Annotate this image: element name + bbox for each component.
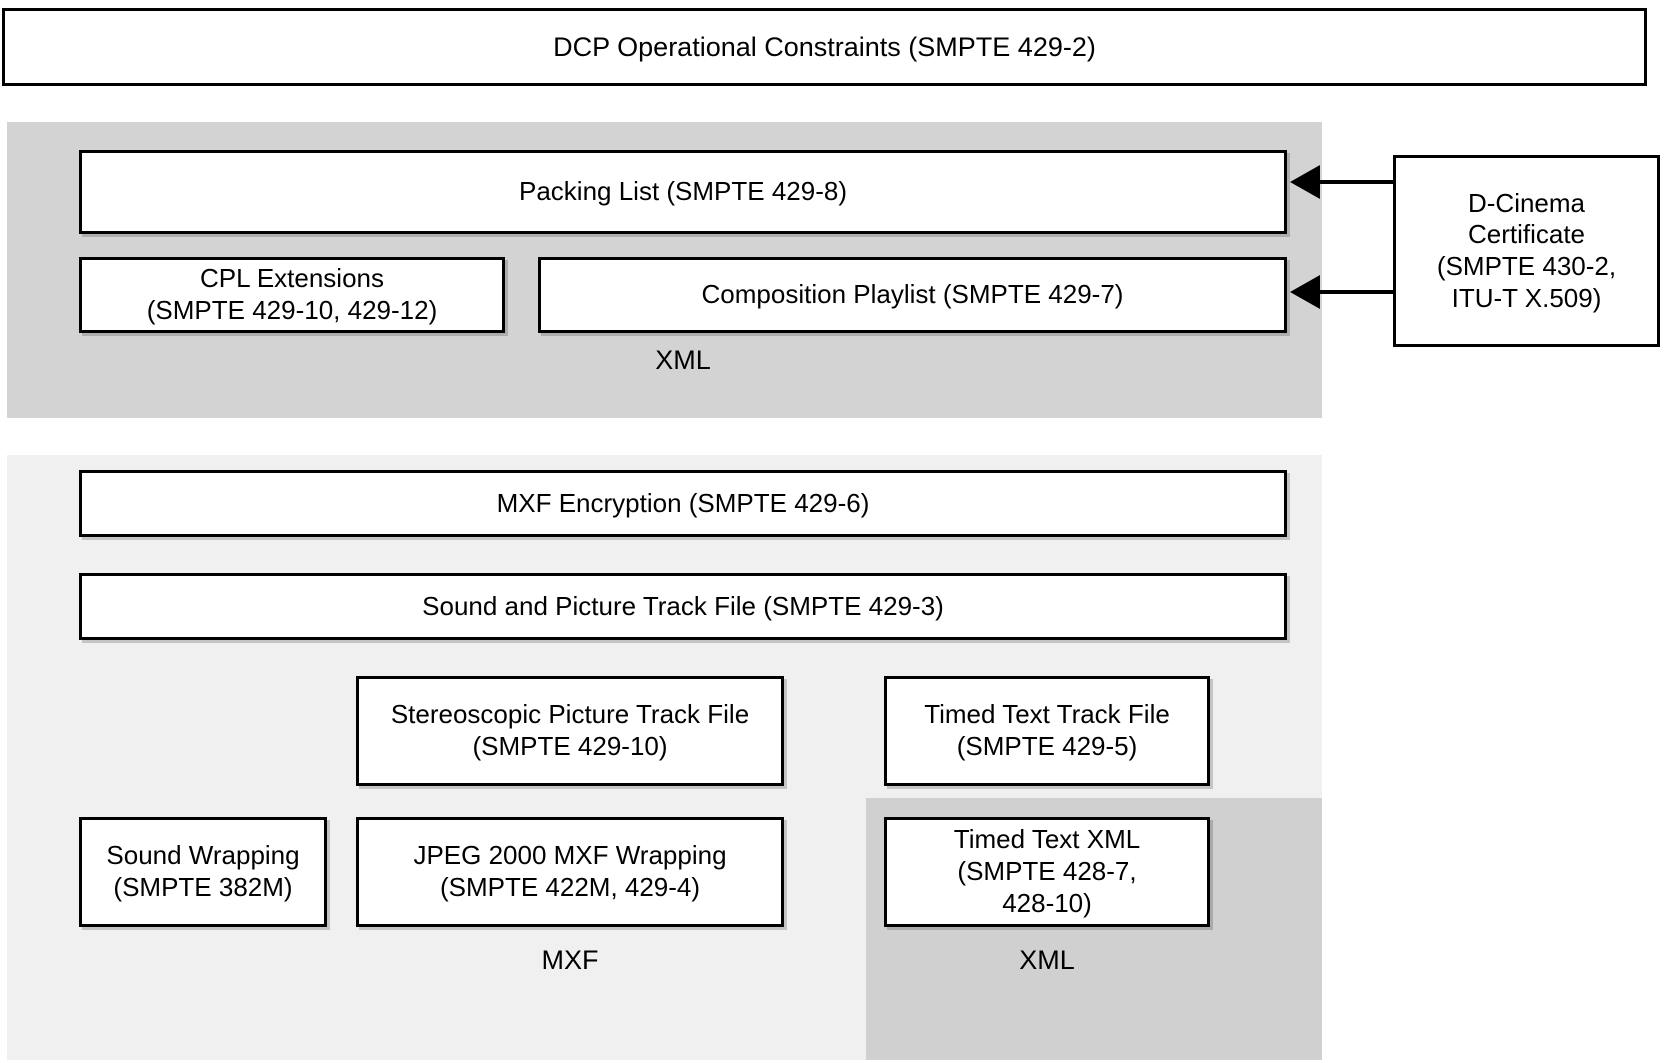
- dcp-operational-constraints-box: DCP Operational Constraints (SMPTE 429-2…: [2, 8, 1647, 86]
- connector-line: [1320, 290, 1395, 294]
- composition-playlist-label: Composition Playlist (SMPTE 429-7): [701, 279, 1124, 310]
- d-cinema-certificate-box: D-Cinema Certificate (SMPTE 430-2, ITU-T…: [1393, 155, 1660, 347]
- arrowhead-icon: [1290, 275, 1320, 309]
- jpeg2000-mxf-wrapping-label: JPEG 2000 MXF Wrapping (SMPTE 422M, 429-…: [413, 840, 727, 902]
- packing-list-label: Packing List (SMPTE 429-8): [518, 176, 847, 207]
- jpeg2000-mxf-wrapping-box: JPEG 2000 MXF Wrapping (SMPTE 422M, 429-…: [356, 817, 784, 927]
- xml-bottom-panel-caption: XML: [1019, 945, 1075, 975]
- timed-text-track-file-box: Timed Text Track File (SMPTE 429-5): [884, 676, 1210, 786]
- cpl-extensions-box: CPL Extensions (SMPTE 429-10, 429-12): [79, 257, 505, 333]
- sound-wrapping-box: Sound Wrapping (SMPTE 382M): [79, 817, 327, 927]
- dcp-operational-constraints-label: DCP Operational Constraints (SMPTE 429-2…: [553, 31, 1096, 62]
- d-cinema-certificate-label: D-Cinema Certificate (SMPTE 430-2, ITU-T…: [1436, 187, 1617, 313]
- stereoscopic-picture-track-file-box: Stereoscopic Picture Track File (SMPTE 4…: [356, 676, 784, 786]
- packing-list-box: Packing List (SMPTE 429-8): [79, 150, 1287, 234]
- arrowhead-icon: [1290, 165, 1320, 199]
- composition-playlist-box: Composition Playlist (SMPTE 429-7): [538, 257, 1287, 333]
- cpl-extensions-label: CPL Extensions (SMPTE 429-10, 429-12): [146, 263, 438, 325]
- timed-text-xml-box: Timed Text XML (SMPTE 428-7, 428-10): [884, 817, 1210, 927]
- sound-wrapping-label: Sound Wrapping (SMPTE 382M): [106, 840, 300, 902]
- timed-text-track-file-label: Timed Text Track File (SMPTE 429-5): [924, 699, 1170, 761]
- timed-text-xml-label: Timed Text XML (SMPTE 428-7, 428-10): [953, 824, 1141, 918]
- connector-line: [1320, 180, 1395, 184]
- mxf-panel-caption: MXF: [541, 945, 599, 975]
- mxf-encryption-label: MXF Encryption (SMPTE 429-6): [496, 487, 870, 518]
- sound-picture-track-file-box: Sound and Picture Track File (SMPTE 429-…: [79, 573, 1287, 640]
- xml-top-panel-caption: XML: [655, 345, 711, 375]
- stereoscopic-picture-track-file-label: Stereoscopic Picture Track File (SMPTE 4…: [390, 699, 750, 761]
- sound-picture-track-file-label: Sound and Picture Track File (SMPTE 429-…: [422, 590, 944, 621]
- mxf-encryption-box: MXF Encryption (SMPTE 429-6): [79, 470, 1287, 537]
